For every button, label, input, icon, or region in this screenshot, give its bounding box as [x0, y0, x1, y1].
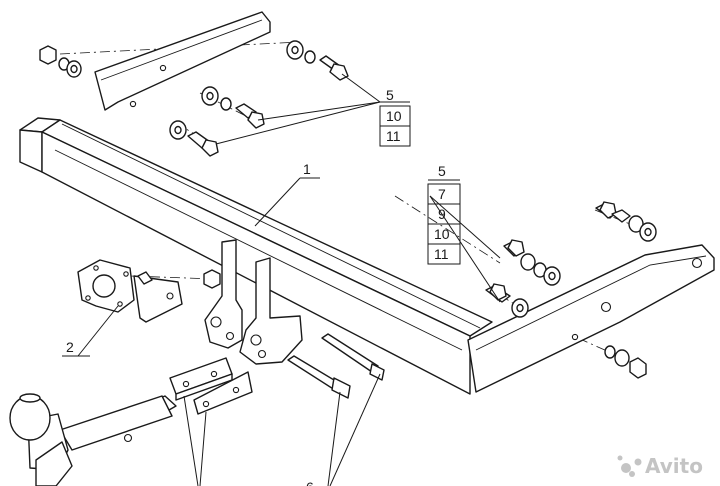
hardware-upper-left	[39, 45, 82, 78]
callout-group-upper: 5 10 11	[379, 87, 411, 147]
callout-11-upper: 11	[386, 128, 401, 144]
right-side-bracket	[467, 244, 715, 393]
left-side-bracket	[94, 11, 271, 111]
leader-lines	[62, 73, 501, 486]
avito-logo-icon	[617, 455, 642, 477]
hardware-right	[203, 201, 657, 379]
tow-mount-plates	[204, 239, 303, 365]
callout-group-right: 5 7 9 10 11	[427, 163, 461, 265]
callout-1: 1	[303, 161, 311, 177]
callout-2: 2	[66, 339, 74, 355]
spacer-plates	[169, 357, 253, 415]
callout-5-right: 5	[438, 163, 446, 179]
callout-11-right: 11	[434, 246, 449, 262]
hardware-upper-right	[169, 40, 349, 157]
tow-ball-arm	[9, 393, 177, 486]
callout-10-right: 10	[434, 226, 450, 242]
callout-10-upper: 10	[386, 108, 402, 124]
avito-watermark: Avito	[617, 454, 703, 478]
socket-bracket	[77, 259, 183, 323]
callout-5-upper: 5	[386, 87, 394, 103]
callout-6: 6	[306, 479, 314, 486]
watermark-text: Avito	[645, 454, 703, 478]
long-bolts	[287, 333, 385, 399]
callout-9-right: 9	[438, 206, 446, 222]
callout-7-right: 7	[438, 186, 446, 202]
